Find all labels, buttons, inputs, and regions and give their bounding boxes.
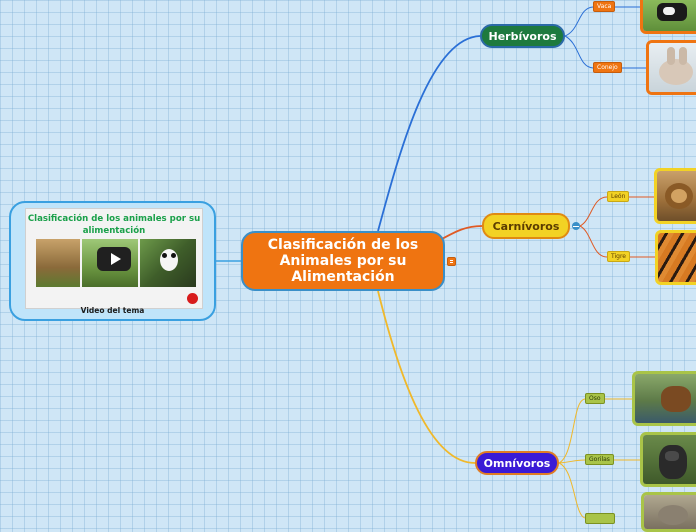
video-panel[interactable]: Clasificación de los animales por su ali… bbox=[9, 201, 216, 321]
gorilas-image[interactable] bbox=[640, 432, 696, 487]
play-button[interactable] bbox=[97, 247, 131, 271]
subtopic-tigre[interactable]: Tigre bbox=[607, 251, 630, 262]
subtopic-vaca[interactable]: Vaca bbox=[593, 1, 616, 12]
connector-lines bbox=[216, 6, 655, 519]
conejo-image[interactable] bbox=[646, 40, 696, 95]
video-label: Video del tema bbox=[80, 306, 145, 315]
lion-cubs-photo bbox=[36, 239, 80, 287]
panda-photo bbox=[140, 239, 196, 287]
subtopic-oso[interactable]: Oso bbox=[585, 393, 605, 404]
link-central-herbivoros bbox=[377, 35, 481, 232]
vaca-image[interactable] bbox=[640, 0, 696, 34]
leon-image[interactable] bbox=[654, 168, 696, 224]
subtopic-conejo[interactable]: Conejo bbox=[593, 62, 622, 73]
play-icon bbox=[110, 253, 121, 265]
link-herb-vaca bbox=[564, 6, 594, 37]
link-herb-conejo bbox=[564, 35, 594, 69]
topic-herbivoros[interactable]: Herbívoros bbox=[480, 24, 565, 48]
subtopic-leon[interactable]: León bbox=[607, 191, 630, 202]
oso-image[interactable] bbox=[632, 371, 696, 426]
link-omni-oso bbox=[558, 398, 586, 464]
apple-logo-icon bbox=[187, 293, 198, 304]
topic-omnivoros[interactable]: Omnívoros bbox=[475, 451, 559, 475]
tigre-image[interactable] bbox=[655, 230, 696, 285]
link-carn-tigre bbox=[579, 225, 608, 258]
video-thumbnail[interactable]: Clasificación de los animales por su ali… bbox=[25, 208, 203, 309]
subtopic-third[interactable] bbox=[585, 513, 615, 524]
link-omni-gorilas bbox=[558, 459, 586, 464]
link-central-carnivoros bbox=[439, 225, 483, 241]
notes-icon[interactable] bbox=[447, 257, 456, 266]
subtopic-gorilas[interactable]: Gorilas bbox=[585, 454, 614, 465]
link-carn-leon bbox=[579, 196, 608, 227]
link-central-omnivoros bbox=[377, 290, 476, 464]
link-omni-third bbox=[558, 462, 586, 519]
collapse-icon[interactable] bbox=[572, 222, 580, 230]
third-omnivore-image[interactable] bbox=[641, 492, 696, 532]
video-thumbnail-title: Clasificación de los animales por su ali… bbox=[27, 214, 201, 236]
central-topic[interactable]: Clasificación de los Animales por su Ali… bbox=[241, 231, 445, 291]
topic-carnivoros[interactable]: Carnívoros bbox=[482, 213, 570, 239]
